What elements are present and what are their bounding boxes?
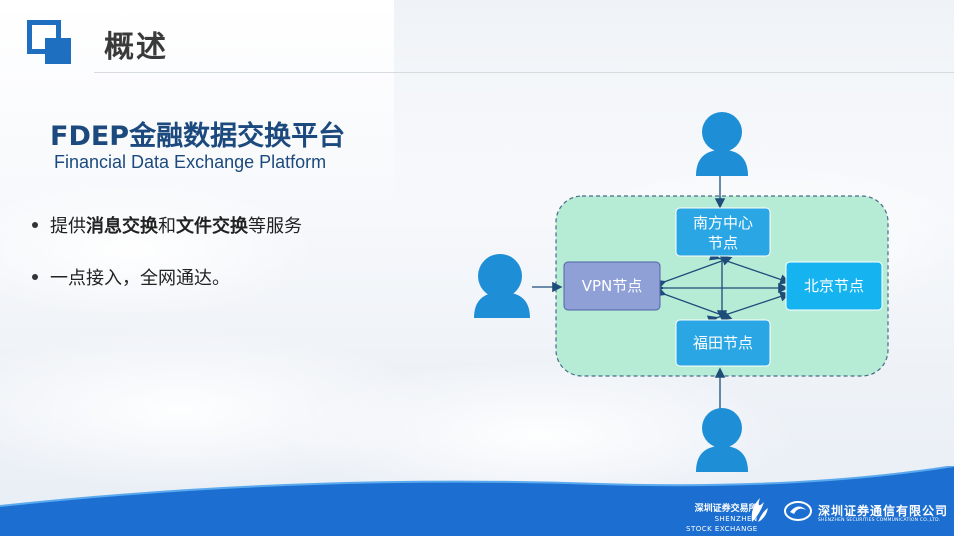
sscc-name-en: SHENZHEN SECURITIES COMMUNICATION CO.,LT…: [818, 518, 941, 523]
background-skyline: [394, 0, 954, 200]
platform-subheading: Financial Data Exchange Platform: [54, 152, 327, 172]
node-futian: [675, 319, 771, 367]
bullet-seg: 一点接入，全网通达。: [50, 268, 230, 289]
page-title: 概述: [104, 30, 168, 65]
bullet-item: 一点接入，全网通达。: [32, 264, 230, 290]
szse-brand: 深圳证券交易所 SHENZHEN STOCK EXCHANGE: [686, 504, 758, 534]
slide-logo-icon: [27, 20, 73, 66]
node-south-center: [675, 207, 771, 257]
szse-name-cn: 深圳证券交易所: [694, 504, 758, 514]
bullet-seg: 提供: [50, 216, 86, 237]
node-futian-label: 福田节点: [693, 334, 753, 352]
platform-heading: FDEP金融数据交换平台: [50, 121, 346, 152]
bullet-dot-icon: [32, 274, 38, 280]
node-south-center-label-2: 节点: [708, 234, 738, 252]
node-vpn: [563, 261, 661, 311]
sscc-brand: 深圳证券通信有限公司 SHENZHEN SECURITIES COMMUNICA…: [818, 504, 949, 526]
bullet-seg: 和: [158, 216, 176, 237]
footer-wave: [0, 466, 954, 536]
link-futian-beijing: [706, 291, 791, 326]
node-beijing-label: 北京节点: [804, 277, 864, 295]
node-beijing: [785, 261, 883, 311]
user-left-icon: [474, 254, 530, 318]
background-cloud: [0, 180, 320, 320]
bullet-dot-icon: [32, 222, 38, 228]
node-vpn-label: VPN节点: [582, 277, 643, 295]
sscc-name-cn: 深圳证券通信有限公司: [818, 504, 949, 518]
szse-name-en: SHENZHEN: [714, 515, 758, 523]
bullet-item: 提供消息交换和文件交换等服务: [32, 212, 302, 238]
bullet-seg-bold: 消息交换: [86, 216, 158, 237]
title-divider: [94, 72, 954, 73]
bullet-seg: 等服务: [248, 216, 302, 237]
user-top-icon: [696, 112, 748, 176]
sscc-logo-icon: [784, 501, 812, 521]
link-center-beijing: [708, 250, 791, 285]
szse-logo-icon: [751, 498, 768, 522]
szse-name-en-2: STOCK EXCHANGE: [686, 525, 758, 533]
user-bottom-icon: [696, 408, 748, 472]
bullet-seg-bold: 文件交换: [176, 216, 248, 237]
node-south-center-label: 南方中心: [693, 214, 753, 232]
